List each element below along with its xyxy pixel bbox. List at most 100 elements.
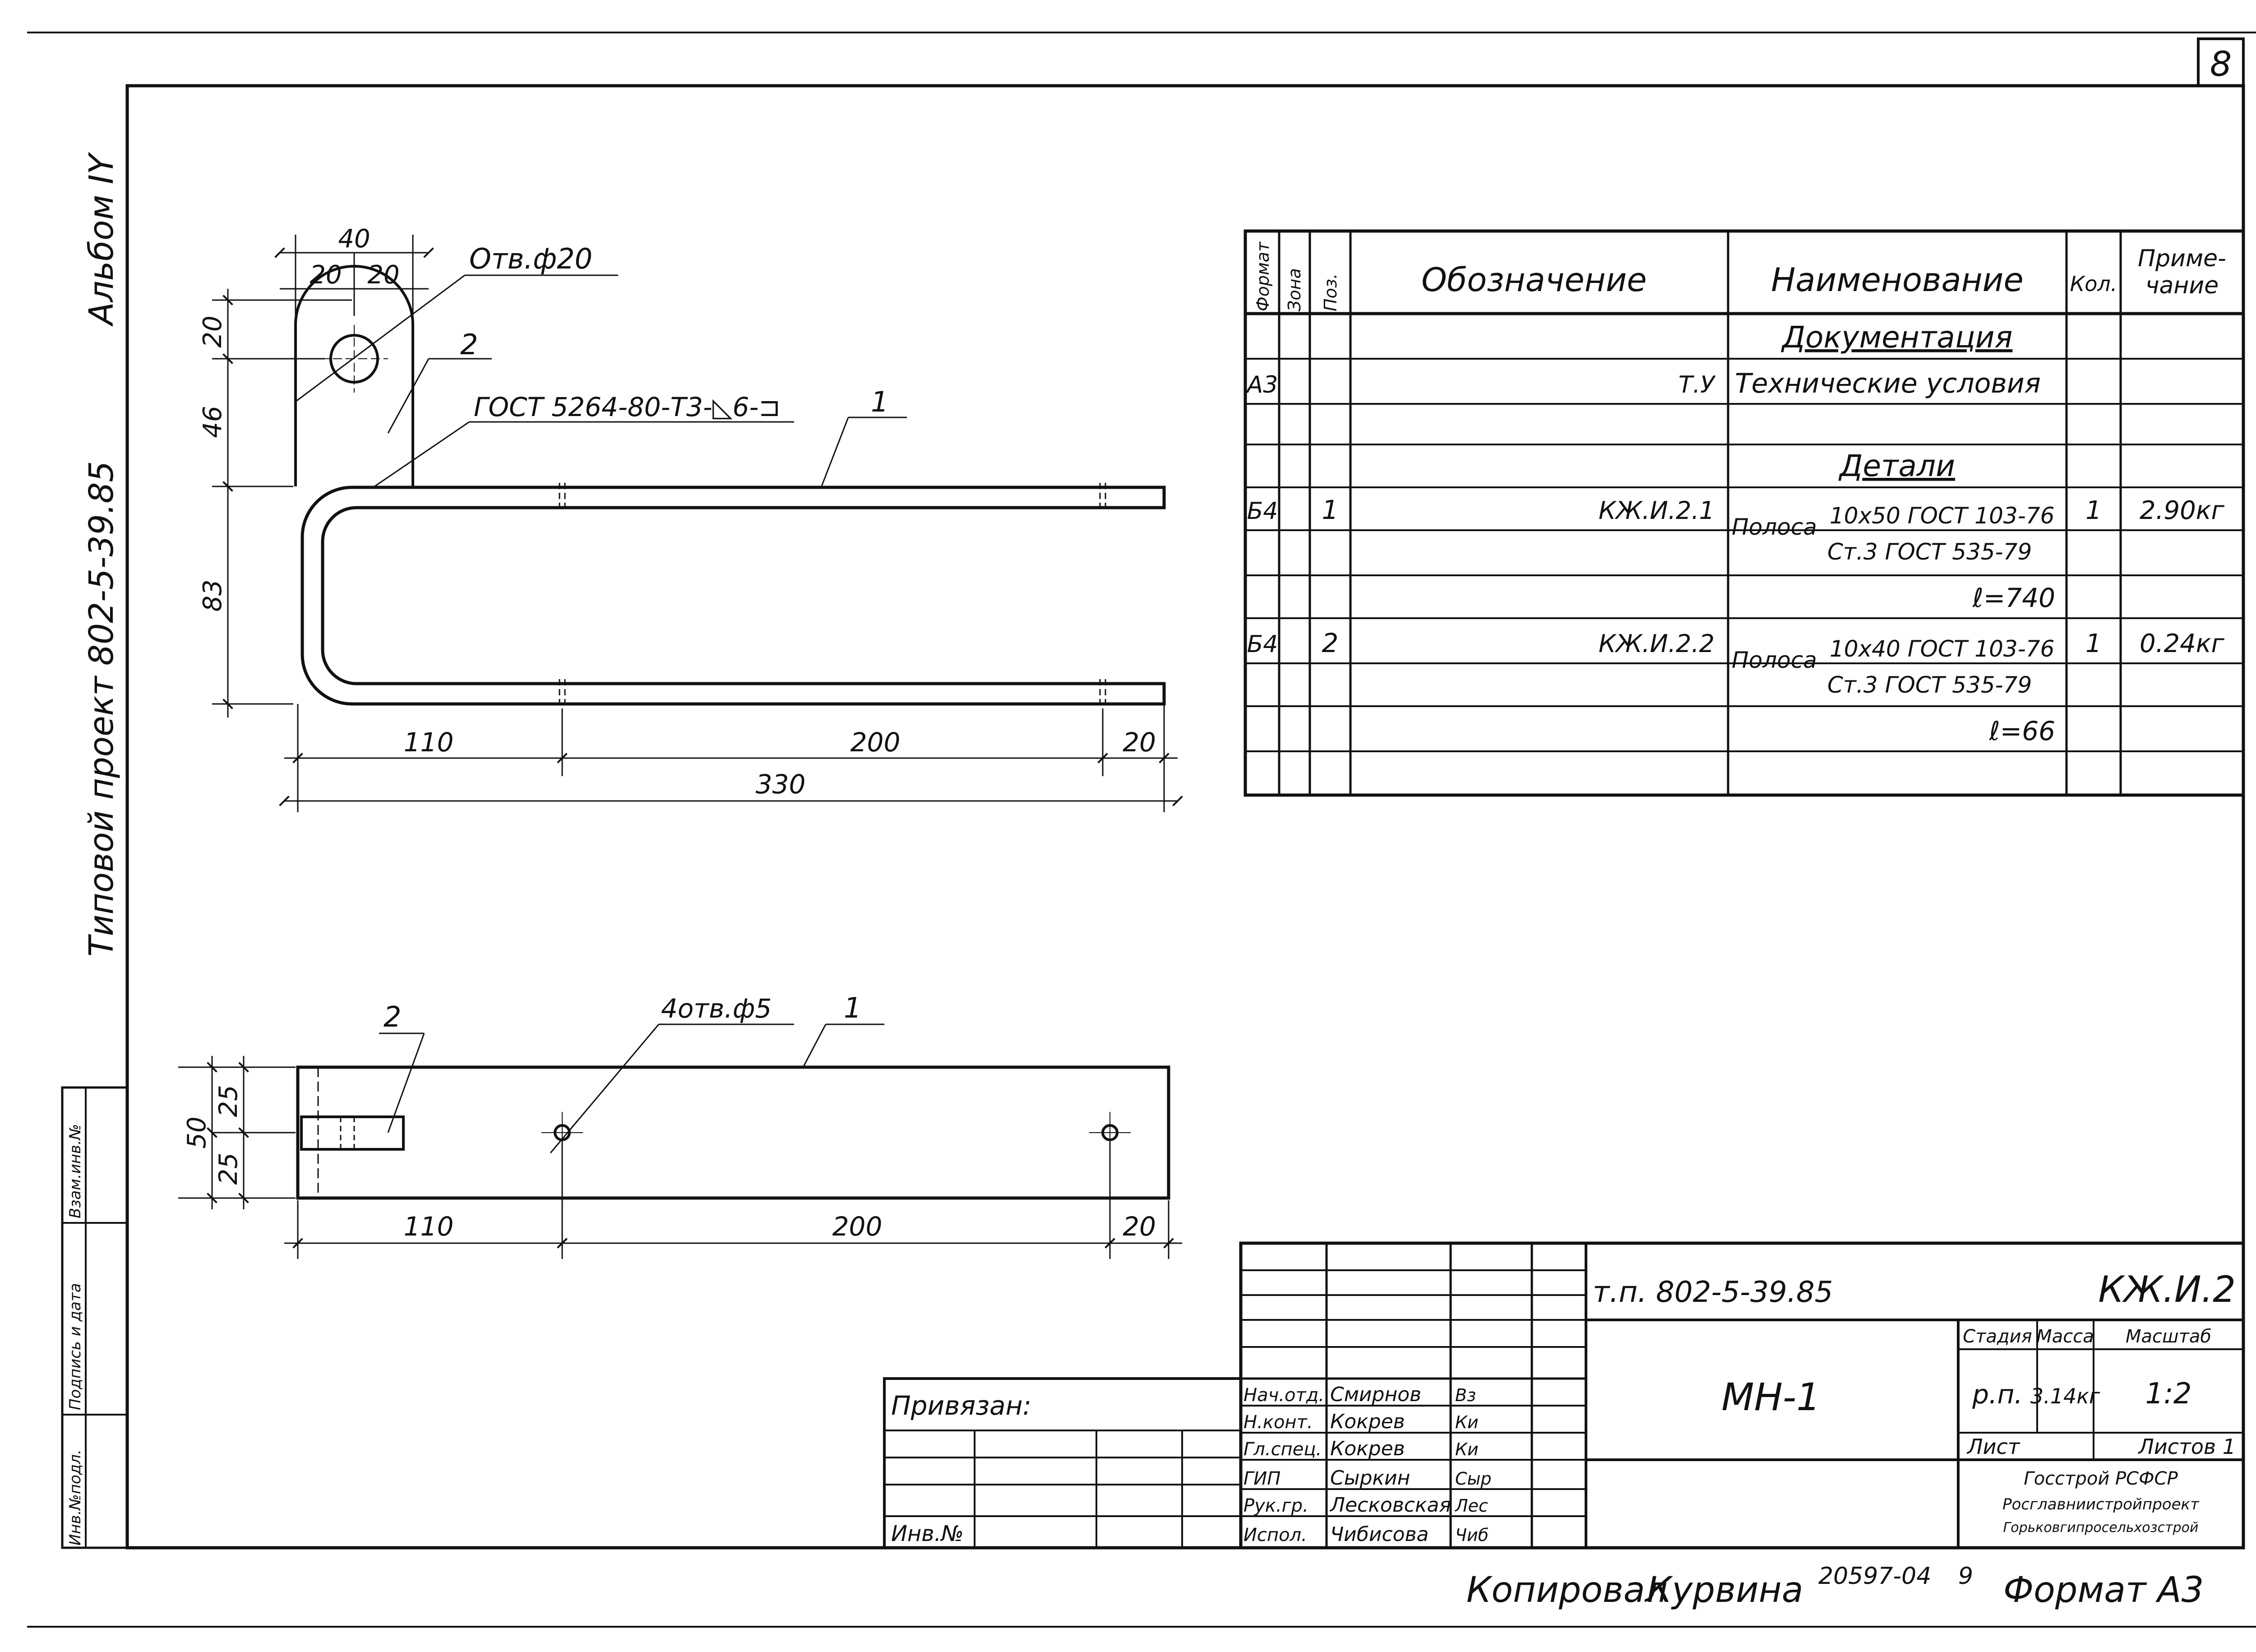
holes-note: 4отв.ф5 — [661, 993, 772, 1024]
stage-value: р.п. — [1972, 1379, 2023, 1410]
row2-name-top: 10х40 ГОСТ 103-76 — [1830, 636, 2054, 662]
role-2: Гл.спец. — [1244, 1439, 1322, 1460]
name-0: Смирнов — [1330, 1383, 1421, 1406]
dim-46: 46 — [198, 406, 227, 438]
role-4: Рук.гр. — [1244, 1495, 1308, 1516]
signature-2: Ки — [1455, 1439, 1479, 1459]
hdr-zone: Зона — [1285, 268, 1304, 311]
hdr-format: Формат — [1253, 241, 1273, 311]
dim-20-left: 20 — [310, 260, 342, 290]
footer-copied: Копировал — [1466, 1570, 1668, 1610]
footer-sheet: 9 — [1958, 1563, 1973, 1590]
footer-order-no: 20597-04 — [1818, 1563, 1931, 1590]
sheets-label: Листов 1 — [2137, 1435, 2236, 1459]
ty-name: Технические условия — [1735, 368, 2041, 399]
dim-200-top: 200 — [851, 727, 901, 758]
dim-50: 50 — [182, 1116, 212, 1148]
u-bar-outline — [300, 486, 1166, 706]
row2-length: ℓ=66 — [1989, 716, 2055, 746]
org-line-3: Горьковгипросельхозстрой — [2003, 1520, 2199, 1536]
hdr-designation: Обозначение — [1421, 261, 1647, 299]
dim-83: 83 — [198, 579, 227, 611]
org-line-1: Госстрой РСФСР — [2024, 1468, 2178, 1489]
row1-format: Б4 — [1247, 498, 1278, 525]
scale-label: Масштаб — [2126, 1326, 2211, 1347]
dim-110-plan: 110 — [404, 1211, 454, 1242]
org-line-2: Росглавниистройпроект — [2002, 1495, 2200, 1513]
inv-no-label: Инв.№ — [891, 1521, 964, 1546]
project-code: т.п. 802-5-39.85 — [1593, 1276, 1833, 1309]
pos-2-leader: 2 — [460, 328, 478, 361]
row1-length: ℓ=740 — [1972, 583, 2055, 613]
pos-2-plan: 2 — [384, 1000, 401, 1033]
row2-designation: КЖ.И.2.2 — [1599, 629, 1715, 658]
row2-qty: 1 — [2085, 629, 2102, 658]
footer-format: Формат А3 — [2003, 1570, 2204, 1610]
row2-pos: 2 — [1322, 628, 1339, 658]
row1-pos: 1 — [1322, 495, 1339, 525]
left-strip: Инв.№подл. Подпись и дата Взам.инв.№ — [61, 1086, 129, 1549]
dim-25-top: 25 — [214, 1085, 243, 1117]
signature-5: Чиб — [1455, 1525, 1489, 1545]
signature-1: Ки — [1455, 1412, 1479, 1432]
hdr-pos: Поз. — [1321, 273, 1341, 311]
dim-330: 330 — [756, 769, 806, 800]
row1-note: 2.90кг — [2140, 496, 2225, 525]
dim-20-right-top: 20 — [1123, 727, 1156, 758]
top-view-drawing: 40 20 20 20 46 83 110 200 20 330 Отв.ф20 — [198, 224, 1183, 812]
sheet-number-box — [2197, 37, 2245, 87]
strip-inv-podl: Инв.№подл. — [66, 1449, 84, 1546]
row1-name-prefix: Полоса — [1732, 514, 1817, 540]
spec-table: Формат Зона Поз. Обозначение Наименовани… — [1244, 229, 2245, 797]
row1-name-top: 10х50 ГОСТ 103-76 — [1830, 503, 2054, 529]
footer-copier: Курвина — [1647, 1570, 1803, 1610]
dim-40: 40 — [338, 224, 370, 254]
project-label: Типовой проект 802-5-39.85 — [82, 461, 121, 957]
dim-20-vertical: 20 — [198, 315, 227, 347]
sheet-number: 8 — [2210, 44, 2232, 84]
lug-plan — [300, 1115, 405, 1151]
strip-vzam-inv: Взам.инв.№ — [66, 1124, 84, 1218]
plan-view-drawing: 2 4отв.ф5 1 50 25 25 110 200 20 — [178, 991, 1182, 1259]
role-0: Нач.отд. — [1244, 1385, 1324, 1406]
row1-designation: КЖ.И.2.1 — [1599, 496, 1715, 525]
strip-signature-date: Подпись и дата — [66, 1283, 84, 1410]
row2-name-prefix: Полоса — [1732, 647, 1817, 673]
section-parts: Детали — [1838, 449, 1955, 483]
row2-name-bottom: Ст.3 ГОСТ 535-79 — [1827, 672, 2032, 698]
doc-code: КЖ.И.2 — [2098, 1268, 2236, 1310]
dim-25-bottom: 25 — [214, 1152, 243, 1185]
hdr-name: Наименование — [1771, 261, 2024, 299]
ty-format: А3 — [1246, 371, 1278, 398]
row2-format: Б4 — [1247, 631, 1278, 658]
hdr-note-2: чание — [2145, 272, 2219, 299]
name-1: Кокрев — [1330, 1410, 1405, 1433]
dim-20-plan: 20 — [1123, 1211, 1156, 1242]
pos-1-leader: 1 — [871, 385, 888, 418]
role-5: Испол. — [1244, 1525, 1307, 1546]
strip-outline — [296, 1065, 1170, 1200]
row1-name-bottom: Ст.3 ГОСТ 535-79 — [1827, 539, 2032, 565]
mass-value: 3.14кг — [2030, 1384, 2100, 1408]
scale-value: 1:2 — [2145, 1377, 2192, 1411]
album-label: Альбом IY — [82, 151, 121, 327]
title-block: Привязан: Инв.№ т.п. 802-5-39.85 КЖ.И.2 … — [883, 1241, 2245, 1550]
hole-note: Отв.ф20 — [469, 242, 592, 275]
name-4: Лесковская — [1329, 1494, 1451, 1517]
weld-note: ГОСТ 5264-80-Т3-◺6-⊐ — [474, 392, 781, 422]
footer: Копировал Курвина 20597-04 9 Формат А3 — [1466, 1563, 2204, 1610]
privyazan-label: Привязан: — [891, 1390, 1031, 1421]
row1-qty: 1 — [2085, 496, 2102, 525]
signature-3: Сыр — [1455, 1469, 1492, 1489]
sheet-label: Лист — [1966, 1435, 2020, 1459]
mass-label: Масса — [2036, 1326, 2094, 1347]
hdr-qty: Кол. — [2070, 272, 2117, 296]
stage-label: Стадия — [1963, 1326, 2032, 1347]
main-frame — [125, 84, 2245, 1550]
pos-1-plan: 1 — [844, 991, 861, 1024]
name-3: Сыркин — [1330, 1467, 1410, 1490]
dim-200-plan: 200 — [832, 1211, 883, 1242]
row2-note: 0.24кг — [2140, 629, 2225, 658]
signature-4: Лес — [1454, 1496, 1488, 1516]
